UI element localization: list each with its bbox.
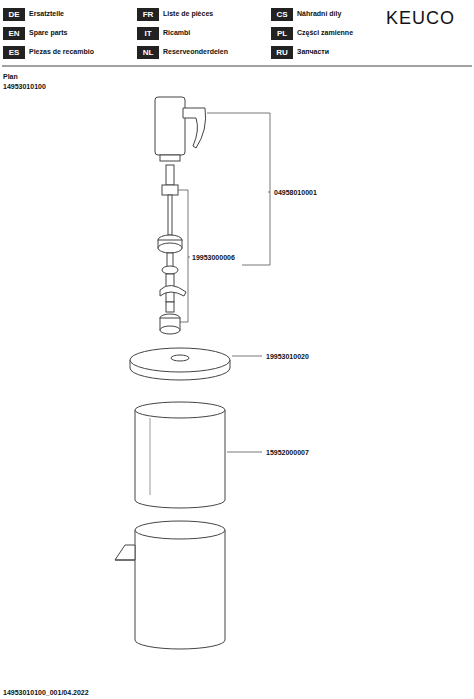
language-code-box: DE — [3, 8, 25, 21]
language-code: DE — [8, 10, 19, 19]
language-name: Liste de pièces — [163, 9, 213, 18]
callout-number: 19953000006 — [192, 253, 235, 262]
container — [135, 402, 225, 508]
callout-number: 04958010001 — [274, 188, 317, 197]
language-name: Запчасти — [297, 47, 329, 56]
language-code: RU — [276, 48, 288, 57]
language-code: EN — [8, 29, 19, 38]
language-code: NL — [143, 48, 154, 57]
language-code: CS — [276, 10, 287, 19]
language-name: Piezas de recambio — [29, 47, 94, 56]
language-code-box: CS — [271, 8, 293, 21]
language-code-box: NL — [137, 46, 159, 59]
language-code: PL — [277, 29, 287, 38]
language-code-box: ES — [3, 46, 25, 59]
language-code-box: EN — [3, 27, 25, 40]
lid-disc — [130, 348, 230, 380]
language-code-box: PL — [271, 27, 293, 40]
header-rule — [2, 66, 472, 67]
language-name: Ricambi — [163, 28, 190, 37]
document-number: 14953010100_001/04.2022 — [3, 688, 89, 697]
article-number: 14953010100 — [3, 82, 46, 91]
callout-number: 19953010020 — [266, 352, 309, 361]
language-code: IT — [144, 29, 151, 38]
product-name: Plan — [3, 72, 18, 81]
language-name: Náhradní díly — [297, 9, 341, 18]
language-code: ES — [9, 48, 20, 57]
language-name: Reserveonderdelen — [163, 47, 228, 56]
brand-logo: KEUCO — [386, 8, 455, 28]
language-code: FR — [143, 10, 154, 19]
language-code-box: FR — [137, 8, 159, 21]
language-code-box: RU — [271, 46, 293, 59]
holder — [115, 521, 225, 649]
leader-lines — [178, 113, 270, 452]
language-name: Ersatzteile — [29, 9, 64, 18]
language-name: Części zamienne — [297, 28, 353, 37]
callout-number: 15952000007 — [266, 448, 309, 457]
pump-head — [155, 97, 206, 161]
language-code-box: IT — [137, 27, 159, 40]
language-name: Spare parts — [29, 28, 68, 37]
